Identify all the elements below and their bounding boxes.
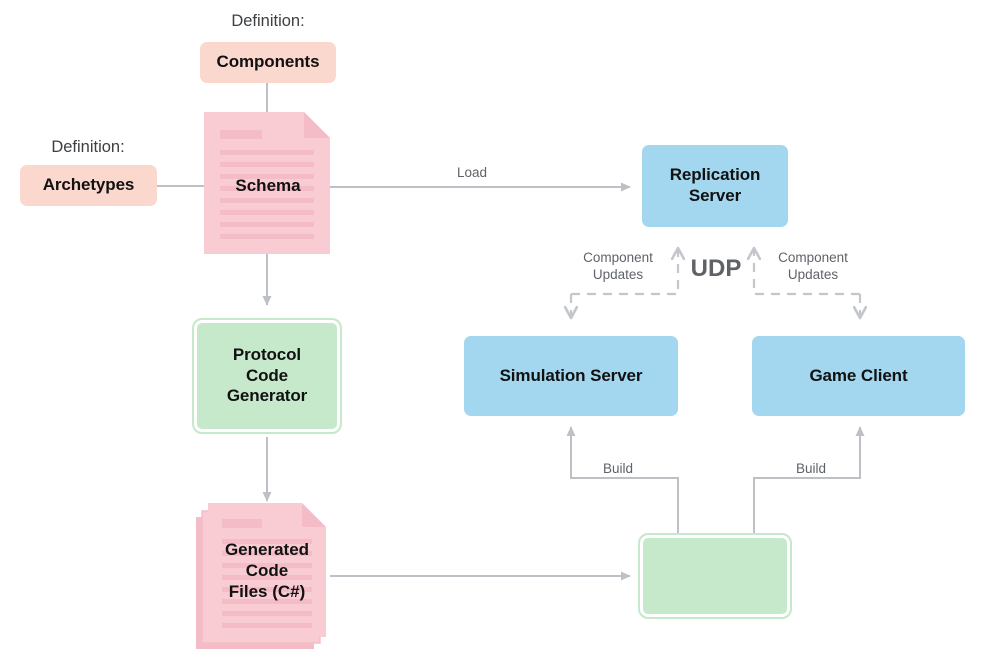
node-components[interactable]: Components	[200, 42, 336, 83]
node-protocol-code-generator[interactable]: Protocol Code Generator	[192, 318, 342, 434]
edge-label-load-text: Load	[456, 165, 488, 180]
node-components-label: Components	[216, 52, 320, 72]
cu-left-line-2: Updates	[592, 266, 644, 282]
node-replication-server[interactable]: Replication Server	[642, 145, 788, 227]
edge-label-udp: UDP	[676, 255, 756, 283]
edge-label-component-updates-left: Component Updates	[558, 250, 678, 284]
edge-label-build-right-text: Build	[795, 461, 827, 476]
node-archetypes[interactable]: Archetypes	[20, 165, 157, 206]
node-protocol-code-generator-label: Protocol Code Generator	[227, 345, 307, 407]
cu-right-line-2: Updates	[787, 266, 839, 282]
gcf-line-3: Files (C#)	[228, 582, 306, 602]
node-schema[interactable]: Schema	[204, 112, 332, 254]
node-unity[interactable]	[638, 533, 792, 619]
node-simulation-server-label: Simulation Server	[499, 365, 643, 385]
edge-unity-to-simulation-server	[566, 426, 679, 538]
components-caption: Definition:	[196, 12, 340, 31]
archetypes-caption-text: Definition:	[51, 138, 125, 156]
cu-left-line-1: Component	[583, 250, 653, 265]
edge-label-udp-text: UDP	[690, 255, 742, 282]
node-archetypes-label: Archetypes	[42, 175, 135, 195]
edge-label-load: Load	[422, 165, 522, 182]
rs-line-1: Replication	[669, 165, 761, 185]
node-schema-label: Schema	[235, 176, 301, 195]
edge-label-build-left: Build	[571, 461, 665, 478]
node-generated-code-files[interactable]: Generated Code Files (C#)	[196, 503, 336, 649]
edge-label-build-left-text: Build	[602, 461, 634, 476]
pcg-line-1: Protocol	[232, 344, 302, 364]
generated-code-files-stack-icon	[196, 503, 326, 649]
edge-unity-to-game-client	[753, 426, 865, 538]
cu-right-line-1: Component	[778, 250, 848, 265]
pcg-line-3: Generator	[226, 386, 308, 406]
edge-label-build-right: Build	[764, 461, 858, 478]
gcf-line-1: Generated	[224, 540, 310, 559]
rs-line-2: Server	[688, 186, 742, 205]
gcf-line-2: Code	[245, 561, 289, 581]
components-caption-text: Definition:	[231, 12, 305, 30]
node-game-client-label: Game Client	[809, 365, 908, 385]
pcg-line-2: Code	[245, 365, 289, 385]
archetypes-caption: Definition:	[16, 138, 160, 157]
schema-document-icon	[204, 112, 330, 254]
node-simulation-server[interactable]: Simulation Server	[464, 336, 678, 416]
node-replication-server-label: Replication Server	[670, 165, 761, 206]
node-game-client[interactable]: Game Client	[752, 336, 965, 416]
node-generated-code-files-label: Generated Code Files (C#)	[208, 539, 326, 602]
edge-label-component-updates-right: Component Updates	[753, 250, 873, 284]
